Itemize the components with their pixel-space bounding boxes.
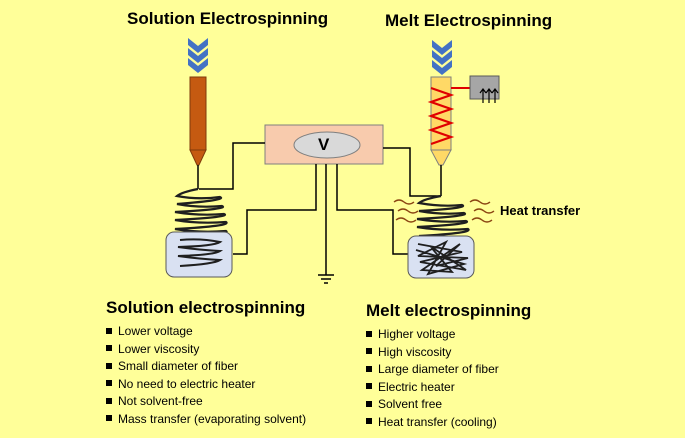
list-item: Not solvent-free [106,393,306,411]
power-supply [264,124,384,165]
list-item: High viscosity [366,344,531,362]
melt-list-heading: Melt electrospinning [366,301,532,320]
melt-properties-list: Melt electrospinning Higher voltage High… [366,301,531,431]
bullet-icon [366,348,372,355]
bullet-icon [366,400,372,407]
list-item: Mass transfer (evaporating solvent) [106,411,306,429]
bullet-icon [106,327,112,334]
bullet-icon [106,415,112,422]
bullet-icon [106,397,112,404]
power-supply-label: V [318,135,330,154]
list-item: Heat transfer (cooling) [366,414,531,432]
bullet-icon [366,365,372,372]
list-item: Higher voltage [366,326,531,344]
list-item: Solvent free [366,396,531,414]
list-item: Lower voltage [106,323,306,341]
list-item: Electric heater [366,379,531,397]
bullet-icon [366,418,372,425]
list-item: Small diameter of fiber [106,358,306,376]
heater-controller [469,75,500,103]
heater-coil [427,86,455,146]
list-item: Large diameter of fiber [366,361,531,379]
solution-properties-list: Solution electrospinning Lower voltage L… [106,298,306,428]
bullet-icon [106,380,112,387]
solution-collector [165,231,233,278]
solution-fiber-jet [174,187,228,240]
solution-feed-arrow-icon [188,38,208,73]
solution-electrospinning-title: Solution Electrospinning [127,9,329,28]
heat-transfer-label: Heat transfer [500,203,581,218]
heat-transfer-waves [393,199,495,223]
solution-syringe [189,76,207,166]
melt-collector [407,235,475,279]
solution-list-heading: Solution electrospinning [106,298,306,317]
wiring [197,142,442,284]
melt-feed-arrow-icon [432,40,452,75]
list-item: No need to electric heater [106,376,306,394]
bullet-icon [106,362,112,369]
bullet-icon [366,383,372,390]
melt-electrospinning-title: Melt Electrospinning [385,11,553,30]
list-item: Lower viscosity [106,341,306,359]
bullet-icon [106,345,112,352]
melt-fiber-jet [416,194,470,238]
bullet-icon [366,330,372,337]
